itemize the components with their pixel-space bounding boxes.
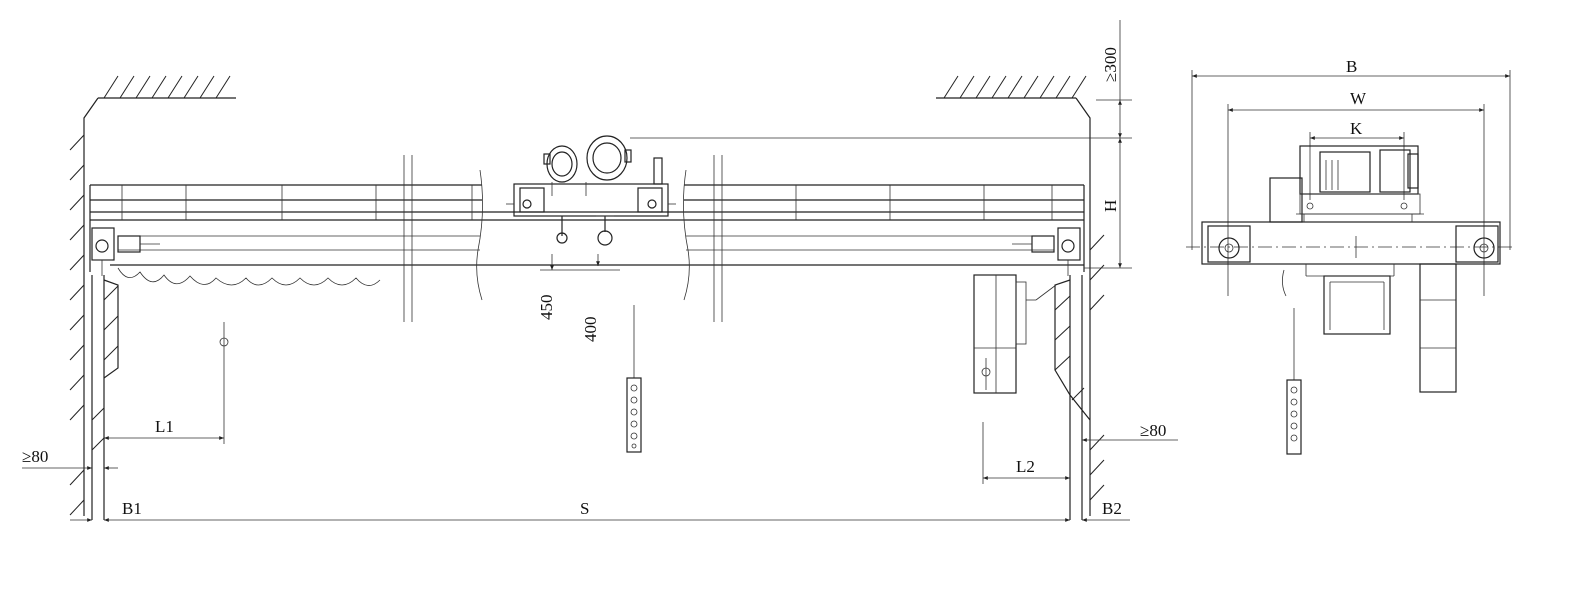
dim-trolley-gauge: K [1350, 119, 1363, 138]
ceiling-hatch-left [98, 75, 236, 99]
end-carriage-right [1012, 227, 1081, 276]
dim-hook-offset-left: 450 [537, 295, 556, 321]
pendant-center [626, 305, 642, 453]
dim-overall-width: B [1346, 57, 1357, 76]
dim-lines-front [22, 20, 1178, 522]
wall-left [69, 97, 99, 516]
side-pendant [1286, 308, 1302, 455]
dim-span: S [580, 499, 589, 518]
side-cabin-box [1419, 263, 1457, 393]
dim-hook-offset-right: 400 [581, 317, 600, 343]
dim-clearance-top: ≥300 [1101, 47, 1120, 82]
side-end-carriage [1186, 221, 1516, 265]
side-cab [1282, 264, 1395, 335]
dim-wheel-base: W [1350, 89, 1367, 108]
dim-end-right: B2 [1102, 499, 1122, 518]
hook-limit-left [219, 322, 229, 444]
side-view: B W K [1186, 57, 1516, 455]
trolley [506, 135, 676, 246]
dim-end-left: B1 [122, 499, 142, 518]
dim-limit-left: L1 [155, 417, 174, 436]
section-lines [403, 155, 723, 322]
main-girder [89, 169, 1085, 301]
wall-right [1075, 97, 1105, 516]
front-view: ≥300 H 450 400 L1 L2 ≥80 ≥80 B1 S B2 [22, 20, 1178, 522]
dim-limit-right: L2 [1016, 457, 1035, 476]
operator-cab [973, 274, 1057, 394]
side-trolley [1269, 145, 1424, 223]
dim-clearance-right: ≥80 [1140, 421, 1166, 440]
dim-clearance-left: ≥80 [22, 447, 48, 466]
dim-height: H [1101, 200, 1120, 212]
ceiling-hatch-right [936, 75, 1087, 99]
column-right [1054, 275, 1091, 520]
end-carriage-left [91, 227, 160, 276]
column-left [91, 275, 119, 520]
